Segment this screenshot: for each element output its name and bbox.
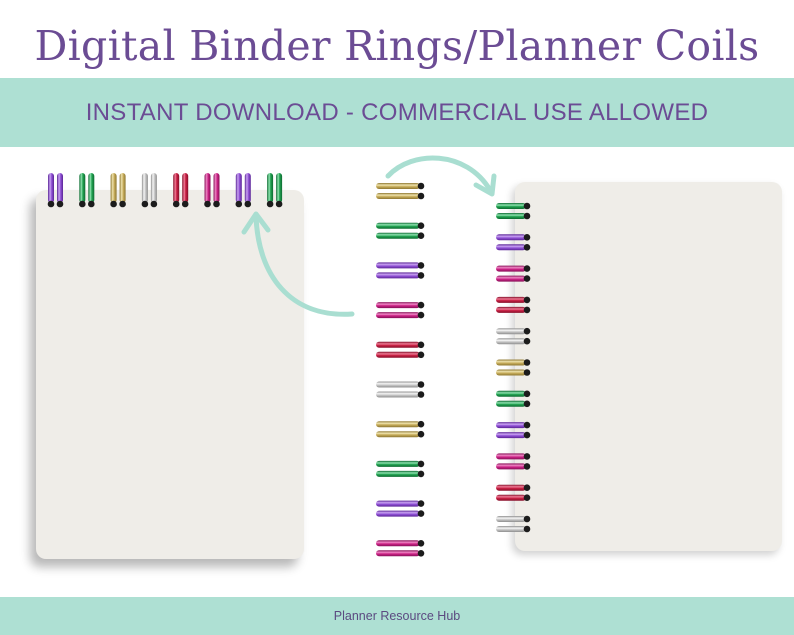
- footer-text: Planner Resource Hub: [333, 609, 461, 623]
- binder-ring-side-5: [496, 359, 531, 376]
- binder-ring-side-10: [496, 515, 531, 533]
- banner: INSTANT DOWNLOAD - COMMERCIAL USE ALLOWE…: [0, 78, 794, 147]
- binder-ring-side-8: [496, 453, 531, 470]
- binder-ring-middle-7: [376, 460, 425, 478]
- binder-ring-top-3: [141, 173, 158, 208]
- binder-ring-side-4: [496, 327, 531, 345]
- binder-ring-top-4: [172, 173, 189, 208]
- binder-ring-side-2: [496, 265, 531, 282]
- ring-layer: [47, 173, 531, 557]
- binder-ring-middle-4: [376, 341, 425, 359]
- banner-text: INSTANT DOWNLOAD - COMMERCIAL USE ALLOWE…: [85, 99, 709, 126]
- binder-ring-side-6: [496, 390, 531, 408]
- binder-ring-side-0: [496, 202, 531, 220]
- binder-ring-side-9: [496, 484, 531, 502]
- binder-ring-top-0: [47, 173, 64, 208]
- binder-ring-top-1: [79, 173, 95, 208]
- binder-ring-side-1: [496, 234, 531, 251]
- binder-ring-middle-8: [376, 500, 425, 517]
- arrow-head-side: [473, 173, 497, 197]
- binder-ring-middle-5: [376, 381, 425, 398]
- arrow-head-top: [241, 211, 271, 235]
- binder-ring-top-2: [110, 173, 126, 208]
- binder-ring-side-7: [496, 421, 531, 439]
- footer-bar: Planner Resource Hub: [0, 597, 794, 635]
- binder-ring-top-7: [266, 173, 283, 208]
- binder-ring-top-6: [235, 173, 252, 208]
- arrow-to-top-rings: [253, 213, 355, 317]
- arrow-to-side-rings: [385, 155, 493, 193]
- binder-ring-middle-9: [376, 540, 425, 557]
- binder-ring-top-5: [204, 173, 220, 208]
- binder-ring-middle-1: [376, 222, 425, 239]
- binder-ring-middle-2: [376, 262, 425, 279]
- binder-ring-side-3: [496, 296, 531, 314]
- page-title: Digital Binder Rings/Planner Coils: [34, 22, 760, 70]
- planner-page-right: [515, 182, 782, 551]
- binder-ring-middle-6: [376, 420, 425, 438]
- binder-ring-middle-0: [376, 182, 425, 200]
- binder-ring-middle-3: [376, 301, 425, 319]
